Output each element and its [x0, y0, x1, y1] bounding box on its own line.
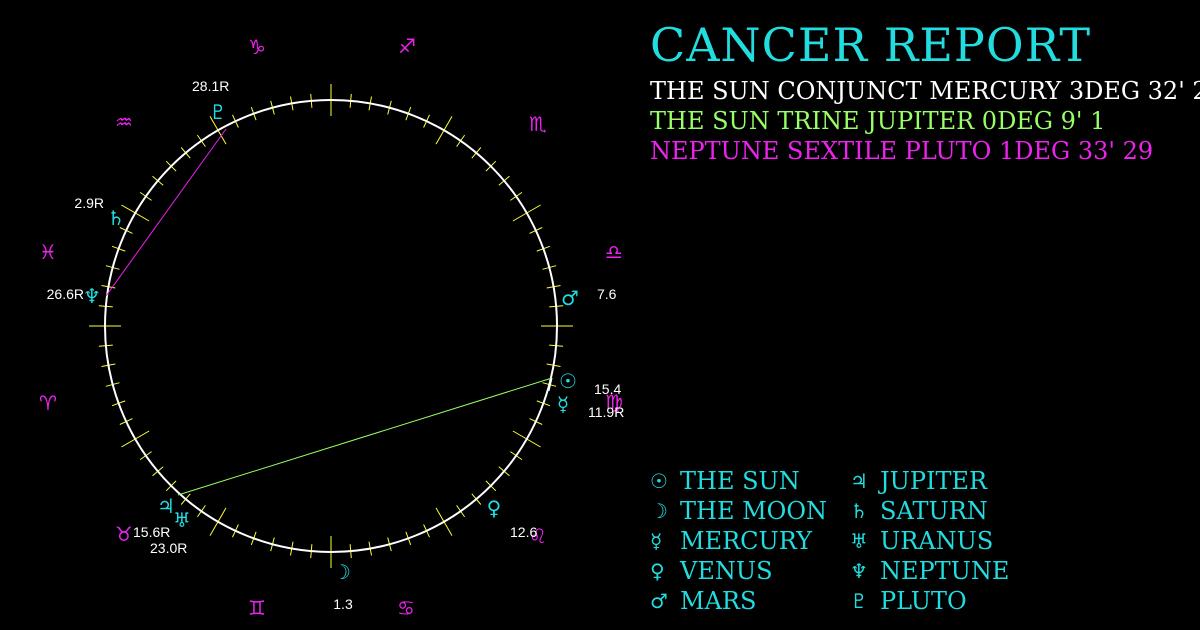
legend-label: MARS	[680, 587, 757, 615]
venus-icon: ♀	[650, 559, 665, 583]
leo-icon: ♌	[529, 524, 547, 548]
taurus-icon: ♉	[115, 522, 133, 546]
legend-item-saturn: ♄ SATURN	[850, 496, 1009, 526]
aspect-line-neptune-pluto	[105, 128, 227, 297]
neptune-icon: ♆	[83, 284, 101, 308]
mercury-icon: ☿	[557, 392, 569, 416]
pluto-icon: ♇	[209, 100, 227, 124]
moon-icon: ☽	[650, 499, 668, 523]
jupiter-degree-label: 15.6R	[133, 524, 170, 540]
cancer-icon: ♋	[397, 596, 415, 620]
legend-column-1: ☉ THE SUN ☽ THE MOON ☿ MERCURY ♀ VENUS ♂…	[650, 466, 827, 616]
chart-circle	[104, 99, 558, 553]
legend-label: NEPTUNE	[880, 557, 1010, 585]
zodiac-ring: ♈ ♉ ♊ ♋ ♌ ♍ ♎ ♏ ♐ ♑ ♒ ♓	[39, 34, 623, 620]
legend-label: SATURN	[880, 497, 988, 525]
aspect-lines	[105, 128, 553, 496]
mars-icon: ♂	[561, 286, 579, 310]
legend-label: URANUS	[880, 527, 994, 555]
virgo-icon: ♍	[605, 390, 623, 414]
pluto-degree-label: 28.1R	[192, 78, 229, 94]
neptune-degree-label: 26.6R	[47, 286, 84, 302]
legend-item-venus: ♀ VENUS	[650, 556, 827, 586]
moon-icon: ☽	[333, 560, 351, 584]
neptune-icon: ♆	[850, 559, 868, 583]
legend-item-sun: ☉ THE SUN	[650, 466, 827, 496]
legend-label: VENUS	[680, 557, 773, 585]
aspect-text-sun-trine-jupiter: THE SUN TRINE JUPITER 0DEG 9' 1	[650, 107, 1106, 135]
uranus-icon: ♅	[850, 529, 868, 553]
legend-item-mercury: ☿ MERCURY	[650, 526, 827, 556]
legend-item-jupiter: ♃ JUPITER	[850, 466, 1009, 496]
gemini-icon: ♊	[248, 596, 266, 620]
moon-degree-label: 1.3	[333, 596, 353, 612]
aries-icon: ♈	[39, 391, 57, 415]
aquarius-icon: ♒	[115, 110, 133, 134]
legend-label: THE MOON	[680, 497, 828, 525]
sun-degree-label: 15.4	[594, 381, 621, 397]
saturn-icon: ♄	[850, 499, 868, 523]
saturn-icon: ♄	[107, 206, 125, 230]
sun-icon: ☉	[559, 369, 577, 393]
jupiter-icon: ♃	[850, 469, 868, 493]
legend-column-2: ♃ JUPITER ♄ SATURN ♅ URANUS ♆ NEPTUNE ♇ …	[850, 466, 1009, 616]
capricorn-icon: ♑	[248, 35, 266, 59]
venus-icon: ♀	[487, 496, 502, 520]
sagittarius-icon: ♐	[398, 34, 416, 58]
astro-chart-wheel: ♈ ♉ ♊ ♋ ♌ ♍ ♎ ♏ ♐ ♑ ♒ ♓ ☉ 15.4 ☽ 1.3 ☿ 11.9R ♀ 12.6 ♂ 7.6 ♃ 15…	[39, 34, 625, 620]
legend-item-pluto: ♇ PLUTO	[850, 586, 1009, 616]
aspect-text-sun-conjunct-mercury: THE SUN CONJUNCT MERCURY 3DEG 32' 2	[650, 77, 1200, 105]
mars-icon: ♂	[650, 589, 668, 613]
sun-icon: ☉	[650, 469, 668, 493]
aspect-line-sun-jupiter	[177, 377, 553, 496]
jupiter-icon: ♃	[157, 494, 175, 518]
uranus-icon: ♅	[173, 508, 191, 532]
pisces-icon: ♓	[39, 240, 57, 264]
libra-icon: ♎	[605, 240, 623, 264]
legend-item-neptune: ♆ NEPTUNE	[850, 556, 1009, 586]
legend-label: MERCURY	[680, 527, 812, 555]
report-title: CANCER REPORT	[650, 18, 1092, 72]
saturn-degree-label: 2.9R	[74, 195, 104, 211]
uranus-degree-label: 23.0R	[150, 540, 187, 556]
mars-degree-label: 7.6	[597, 286, 617, 302]
mercury-degree-label: 11.9R	[588, 404, 624, 420]
planet-markers: ☉ 15.4 ☽ 1.3 ☿ 11.9R ♀ 12.6 ♂ 7.6 ♃ 15.6R ♄2.9R ♅ 23.0…	[47, 78, 625, 612]
scorpio-icon: ♏	[529, 112, 547, 136]
legend-label: JUPITER	[880, 467, 988, 495]
legend-label: THE SUN	[680, 467, 800, 495]
mercury-icon: ☿	[650, 529, 663, 553]
legend-item-mars: ♂ MARS	[650, 586, 827, 616]
legend-item-moon: ☽ THE MOON	[650, 496, 827, 526]
aspect-line-sun-mercury	[548, 377, 553, 392]
legend-item-uranus: ♅ URANUS	[850, 526, 1009, 556]
venus-degree-label: 12.6	[510, 524, 537, 540]
aspect-text-neptune-sextile-pluto: NEPTUNE SEXTILE PLUTO 1DEG 33' 29	[650, 137, 1154, 165]
pluto-icon: ♇	[850, 589, 868, 613]
legend-label: PLUTO	[880, 587, 967, 615]
